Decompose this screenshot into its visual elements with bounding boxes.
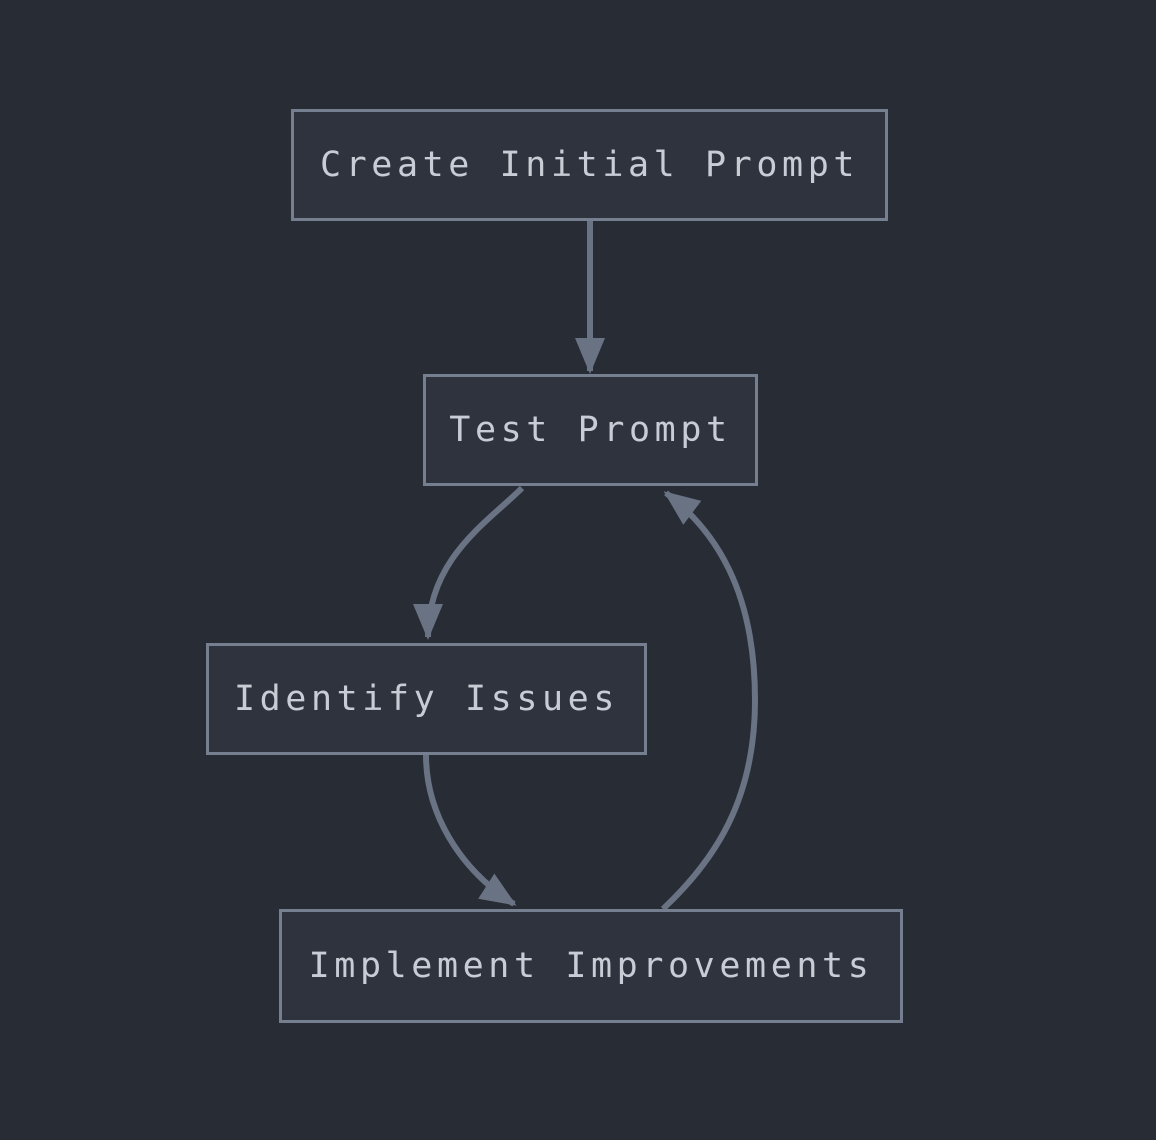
node-implement-improvements: Implement Improvements: [279, 909, 903, 1023]
edge-implement-to-test: [660, 490, 759, 912]
node-identify-issues-label: Identify Issues: [233, 679, 620, 719]
node-identify-issues: Identify Issues: [206, 643, 647, 755]
node-create-initial-prompt-label: Create Initial Prompt: [319, 145, 860, 185]
edge-test-to-identify: [413, 485, 525, 640]
node-test-prompt-label: Test Prompt: [449, 410, 732, 450]
node-create-initial-prompt: Create Initial Prompt: [291, 109, 888, 221]
node-test-prompt: Test Prompt: [423, 374, 758, 486]
node-implement-improvements-label: Implement Improvements: [308, 946, 874, 986]
edge-identify-to-implement: [423, 754, 517, 907]
